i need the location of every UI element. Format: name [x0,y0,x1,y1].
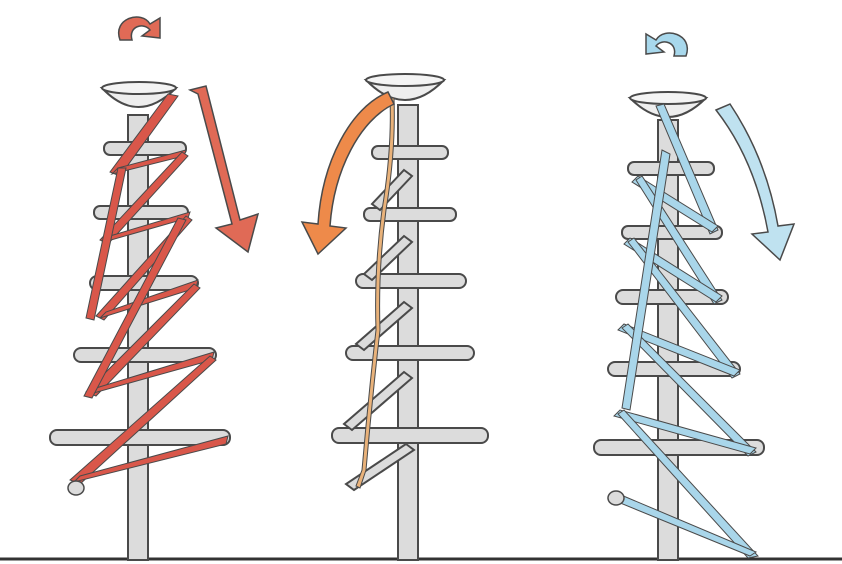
middle-bowl-rim [365,73,445,87]
left-band-cap [67,480,85,496]
middle-rung-2 [363,207,457,222]
middle-post-group [300,73,489,561]
left-post-group [49,16,260,561]
middle-rung-3 [355,273,467,289]
middle-flow-arrow-icon [300,91,396,256]
middle-rung-5 [331,427,489,444]
right-post-group [593,32,796,561]
right-flow-arrow-icon [714,103,796,262]
left-rung-5 [49,429,231,446]
middle-rung-1 [371,145,449,160]
left-rotation-arrow-icon [117,16,161,41]
right-bowl-rim [629,91,707,105]
left-flow-arrow-icon [187,85,260,254]
right-rotation-arrow-icon [645,32,689,57]
right-rung-1 [627,161,715,176]
right-band-cap [607,490,625,506]
middle-band [355,97,395,489]
right-bands [607,103,759,559]
left-bowl-rim [101,81,177,95]
